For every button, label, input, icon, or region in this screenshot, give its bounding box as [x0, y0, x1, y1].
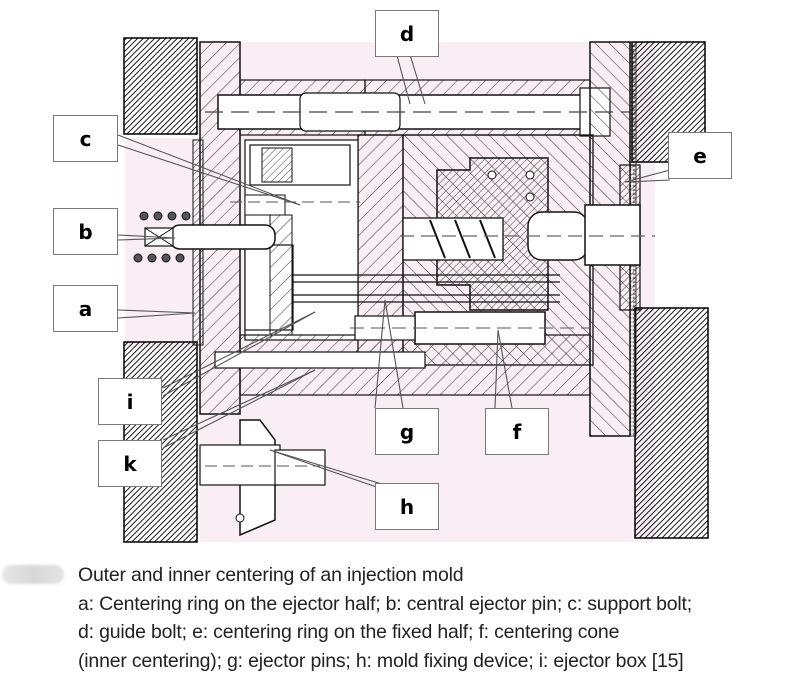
caption-line-2: d: guide bolt; e: centering ring on the …	[78, 621, 620, 643]
figure-caption: Outer and inner centering of an injectio…	[78, 561, 798, 675]
spring-coils	[133, 211, 191, 263]
fixed-platen-lower	[634, 307, 709, 539]
screw-core	[402, 217, 504, 261]
return-pin	[214, 351, 426, 369]
central-ejector-pin	[169, 224, 276, 250]
caption-line-1: a: Centering ring on the ejector half; b…	[78, 592, 692, 615]
label-b: b	[53, 208, 118, 255]
label-g: g	[375, 408, 439, 455]
label-i: i	[98, 378, 162, 425]
label-e: e	[668, 132, 732, 179]
label-d: d	[375, 10, 439, 57]
label-k: k	[98, 440, 162, 487]
label-a: a	[53, 285, 118, 332]
mold-diagram	[117, 37, 709, 543]
mold-cross-section-figure: d c e b a i g f k h	[53, 10, 732, 543]
label-f: f	[485, 408, 549, 455]
label-h: h	[375, 483, 439, 530]
caption-line-3: (inner centering); g: ejector pins; h: m…	[78, 649, 684, 672]
figure-number-badge-blurred	[2, 565, 64, 584]
label-c: c	[53, 115, 118, 162]
moving-platen-upper	[123, 37, 198, 135]
caption-title: Outer and inner centering of an injectio…	[78, 564, 464, 586]
